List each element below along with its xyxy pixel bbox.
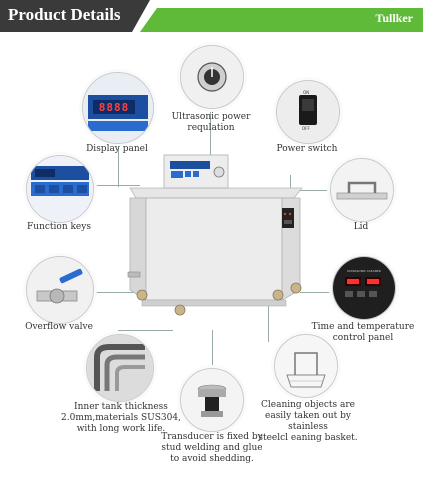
time-temperature-label: Time and temperature control panel — [311, 322, 415, 343]
connector-line — [300, 292, 330, 293]
connector-line — [95, 292, 135, 293]
brand-name: Tullker — [375, 11, 413, 25]
overflow-valve-closeup — [26, 256, 94, 324]
function-keys-label: Function keys — [27, 222, 91, 232]
inner-tank-closeup — [86, 334, 154, 402]
connector-line — [290, 190, 330, 191]
lid-closeup — [330, 158, 394, 222]
overflow-valve-label: Overflow valve — [25, 322, 93, 332]
header-accent-bar — [140, 8, 423, 32]
header-banner: Product Details Tullker — [0, 0, 423, 32]
connector-line — [118, 135, 119, 187]
cleaning-basket-label: Cleaning objects are easily taken out by… — [258, 400, 358, 443]
power-switch-label: Power switch — [276, 144, 338, 154]
function-keys-closeup — [26, 155, 94, 223]
control-panel-brand: ULTRASONIC CLEANER — [347, 269, 381, 273]
ultrasonic-cleaner-machine — [127, 154, 303, 316]
inner-tank-label: Inner tank thickness 2.0mm,materials SUS… — [61, 402, 181, 434]
switch-on-label: ON — [303, 90, 310, 95]
transducer-label: Transducer is fixed by stud welding and … — [161, 432, 263, 464]
connector-line — [95, 185, 140, 186]
ultrasonic-power-label: Ultrasonic power requlation — [171, 112, 251, 133]
display-panel-label: Display panel — [86, 144, 148, 154]
switch-off-label: OFF — [302, 126, 310, 131]
page-title: Product Details — [8, 5, 121, 24]
header-title-bar — [0, 0, 150, 32]
display-panel-closeup: 8888 — [82, 72, 154, 144]
connector-line — [212, 330, 213, 370]
display-digits: 8888 — [98, 101, 130, 114]
transducer-closeup — [180, 368, 244, 432]
connector-line — [118, 330, 173, 331]
power-knob-closeup — [180, 45, 244, 109]
cleaning-basket-closeup — [274, 334, 338, 398]
control-panel-closeup: ULTRASONIC CLEANER — [332, 256, 396, 320]
connector-line — [210, 108, 211, 156]
lid-label: Lid — [353, 222, 369, 232]
power-switch-closeup: ON OFF — [276, 80, 340, 144]
